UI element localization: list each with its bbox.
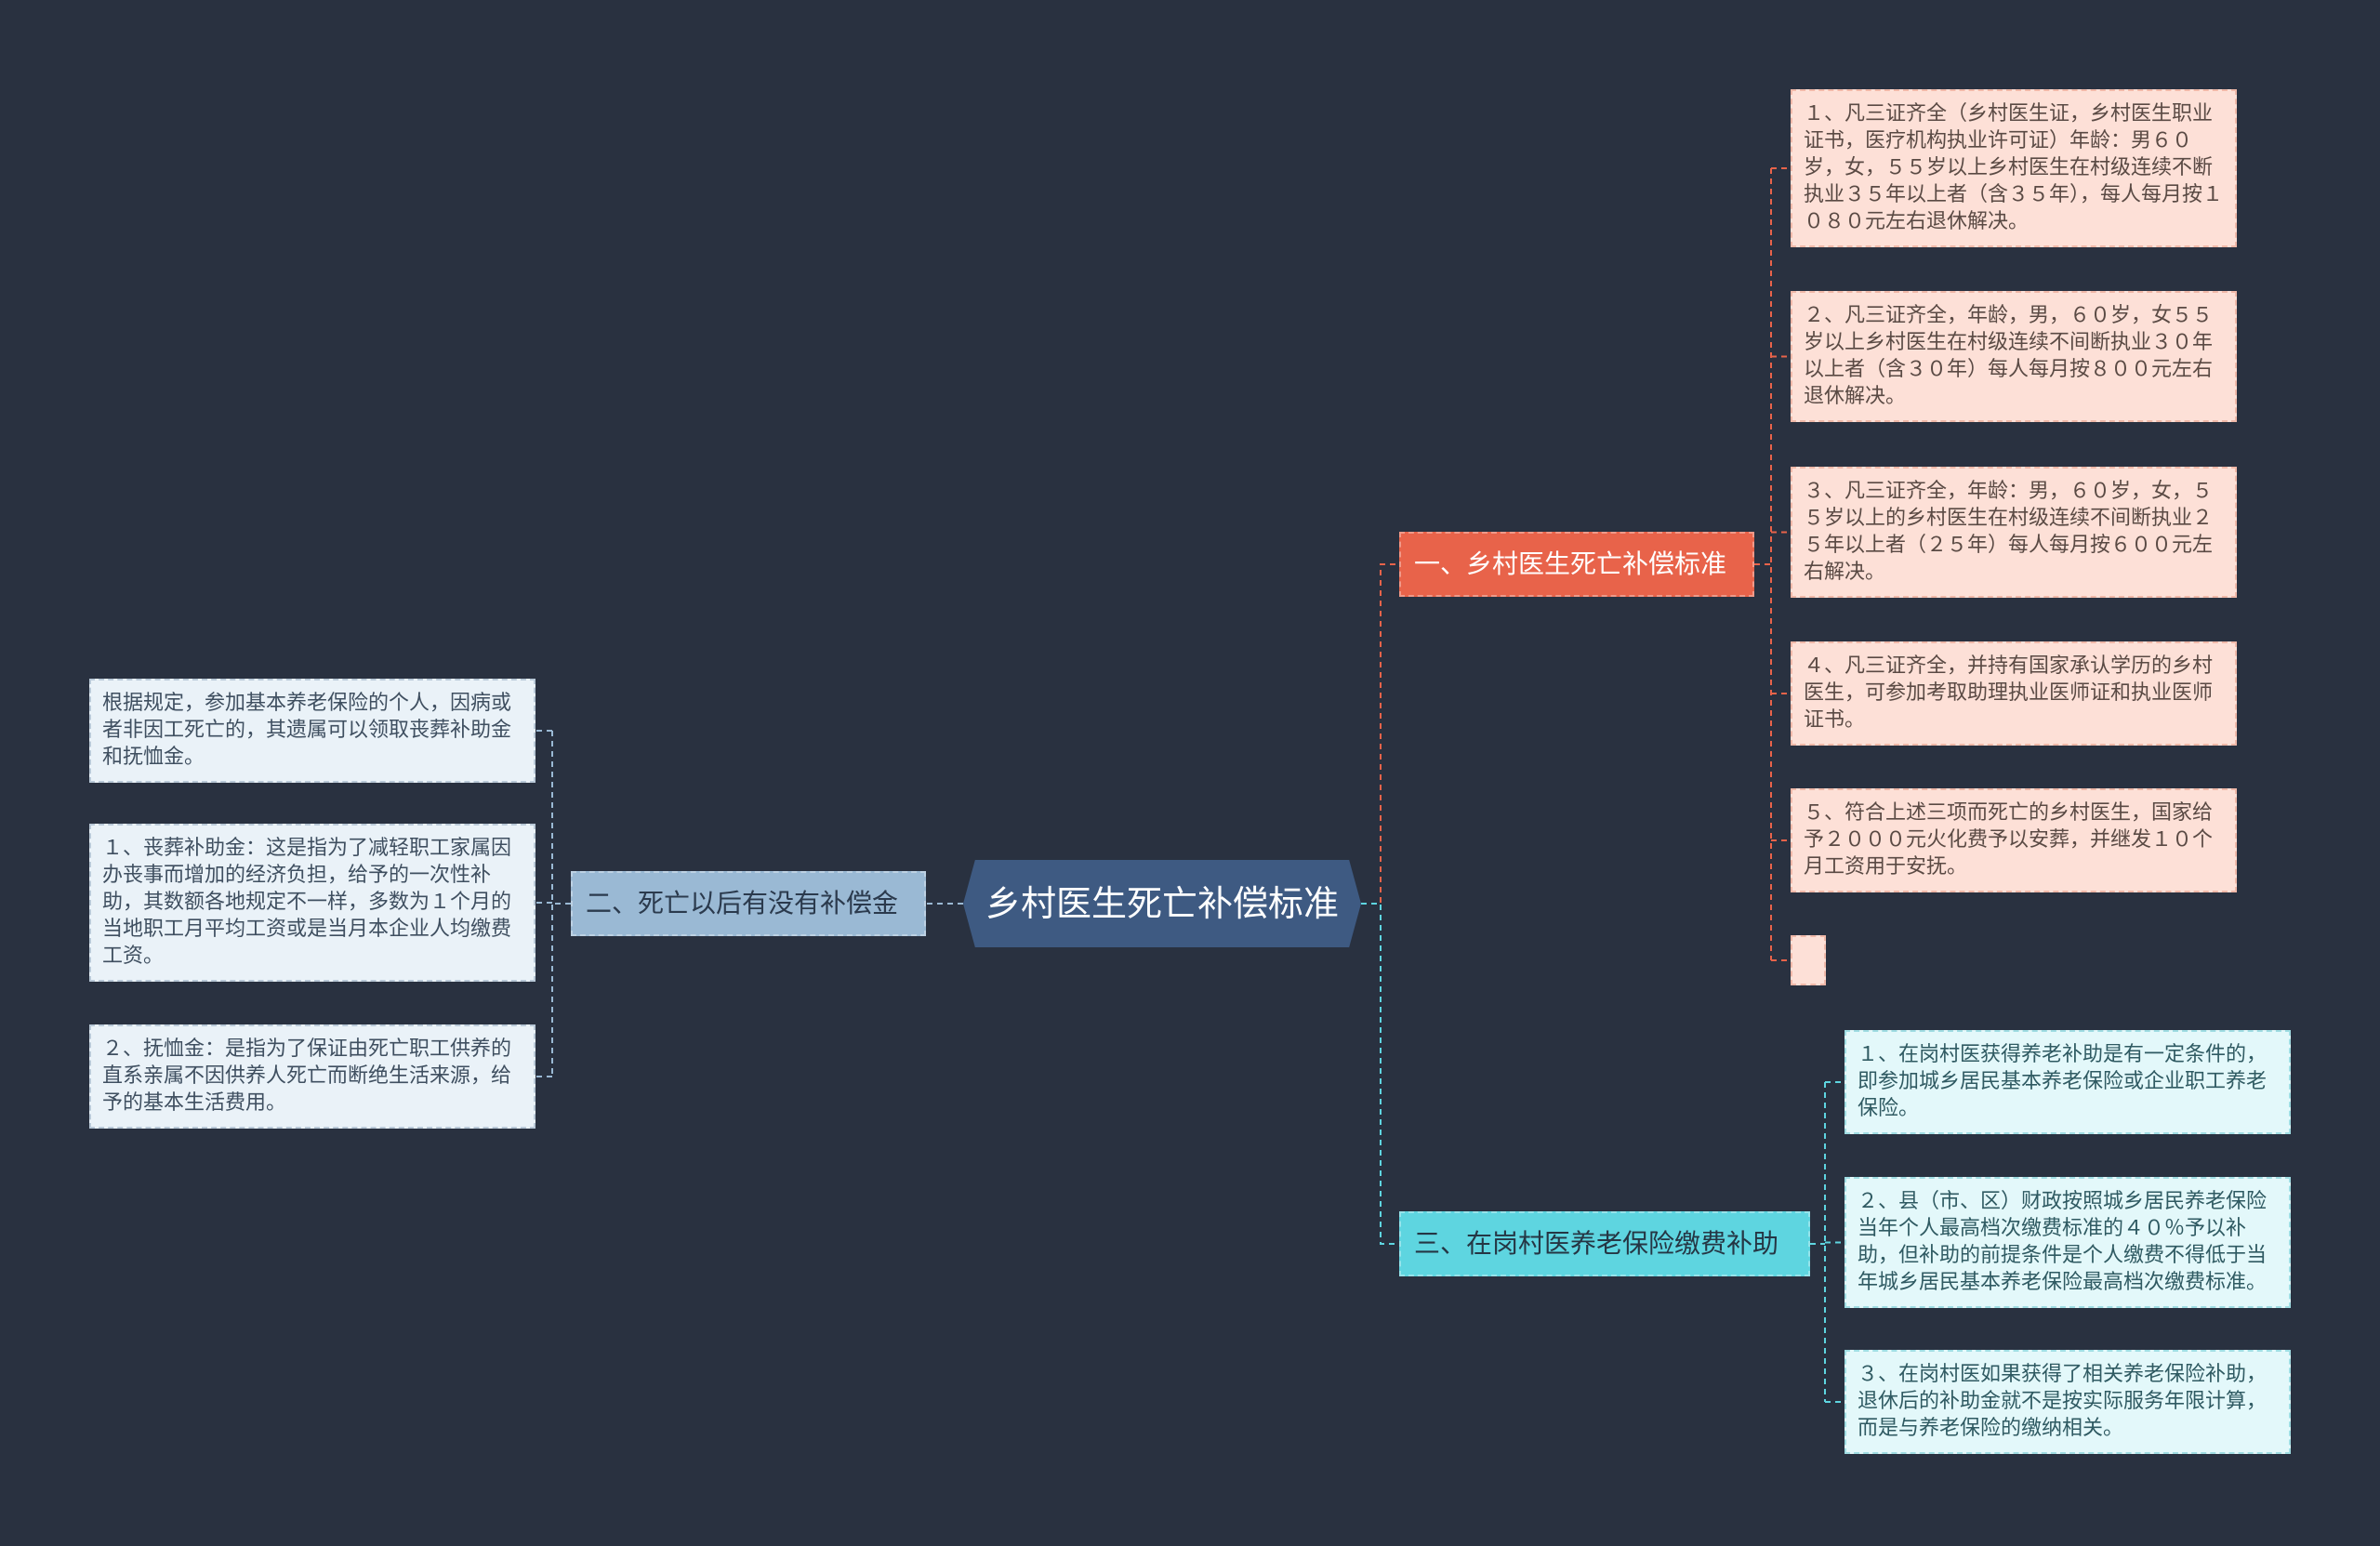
leaf-b1-1[interactable]: １、凡三证齐全（乡村医生证，乡村医生职业证书，医疗机构执业许可证）年龄：男６０岁…	[1791, 89, 2237, 247]
leaf-b1-5[interactable]: ５、符合上述三项而死亡的乡村医生，国家给予２０００元火化费予以安葬，并继发１０个…	[1791, 788, 2237, 892]
branch-compensation-after-death[interactable]: 二、死亡以后有没有补偿金	[571, 871, 926, 936]
root-topic[interactable]: 乡村医生死亡补偿标准	[963, 860, 1361, 947]
leaf-b1-2[interactable]: ２、凡三证齐全，年龄，男，６０岁，女５５岁以上乡村医生在村级连续不间断执业３０年…	[1791, 291, 2237, 422]
leaf-b2-2[interactable]: １、丧葬补助金：这是指为了减轻职工家属因办丧事而增加的经济负担，给予的一次性补助…	[89, 824, 536, 982]
leaf-b3-2[interactable]: ２、县（市、区）财政按照城乡居民养老保险当年个人最高档次缴费标准的４０％予以补助…	[1844, 1177, 2291, 1308]
leaf-b1-empty[interactable]	[1791, 935, 1826, 985]
leaf-b3-3[interactable]: ３、在岗村医如果获得了相关养老保险补助，退休后的补助金就不是按实际服务年限计算，…	[1844, 1350, 2291, 1454]
link-root-b1	[1361, 563, 1399, 905]
branch-death-compensation-standard[interactable]: 一、乡村医生死亡补偿标准	[1399, 532, 1754, 597]
leaf-b2-1[interactable]: 根据规定，参加基本养老保险的个人，因病或者非因工死亡的，其遗属可以领取丧葬补助金…	[89, 679, 536, 783]
branch-pension-subsidy[interactable]: 三、在岗村医养老保险缴费补助	[1399, 1211, 1810, 1276]
leaf-b1-3[interactable]: ３、凡三证齐全，年龄：男，６０岁，女，５５岁以上的乡村医生在村级连续不间断执业２…	[1791, 467, 2237, 598]
leaf-b2-3[interactable]: ２、抚恤金：是指为了保证由死亡职工供养的直系亲属不因供养人死亡而断绝生活来源，给…	[89, 1024, 536, 1129]
link-root-b3	[1361, 903, 1399, 1245]
leaf-b3-1[interactable]: １、在岗村医获得养老补助是有一定条件的，即参加城乡居民基本养老保险或企业职工养老…	[1844, 1030, 2291, 1134]
leaf-b1-4[interactable]: ４、凡三证齐全，并持有国家承认学历的乡村医生，可参加考取助理执业医师证和执业医师…	[1791, 641, 2237, 746]
